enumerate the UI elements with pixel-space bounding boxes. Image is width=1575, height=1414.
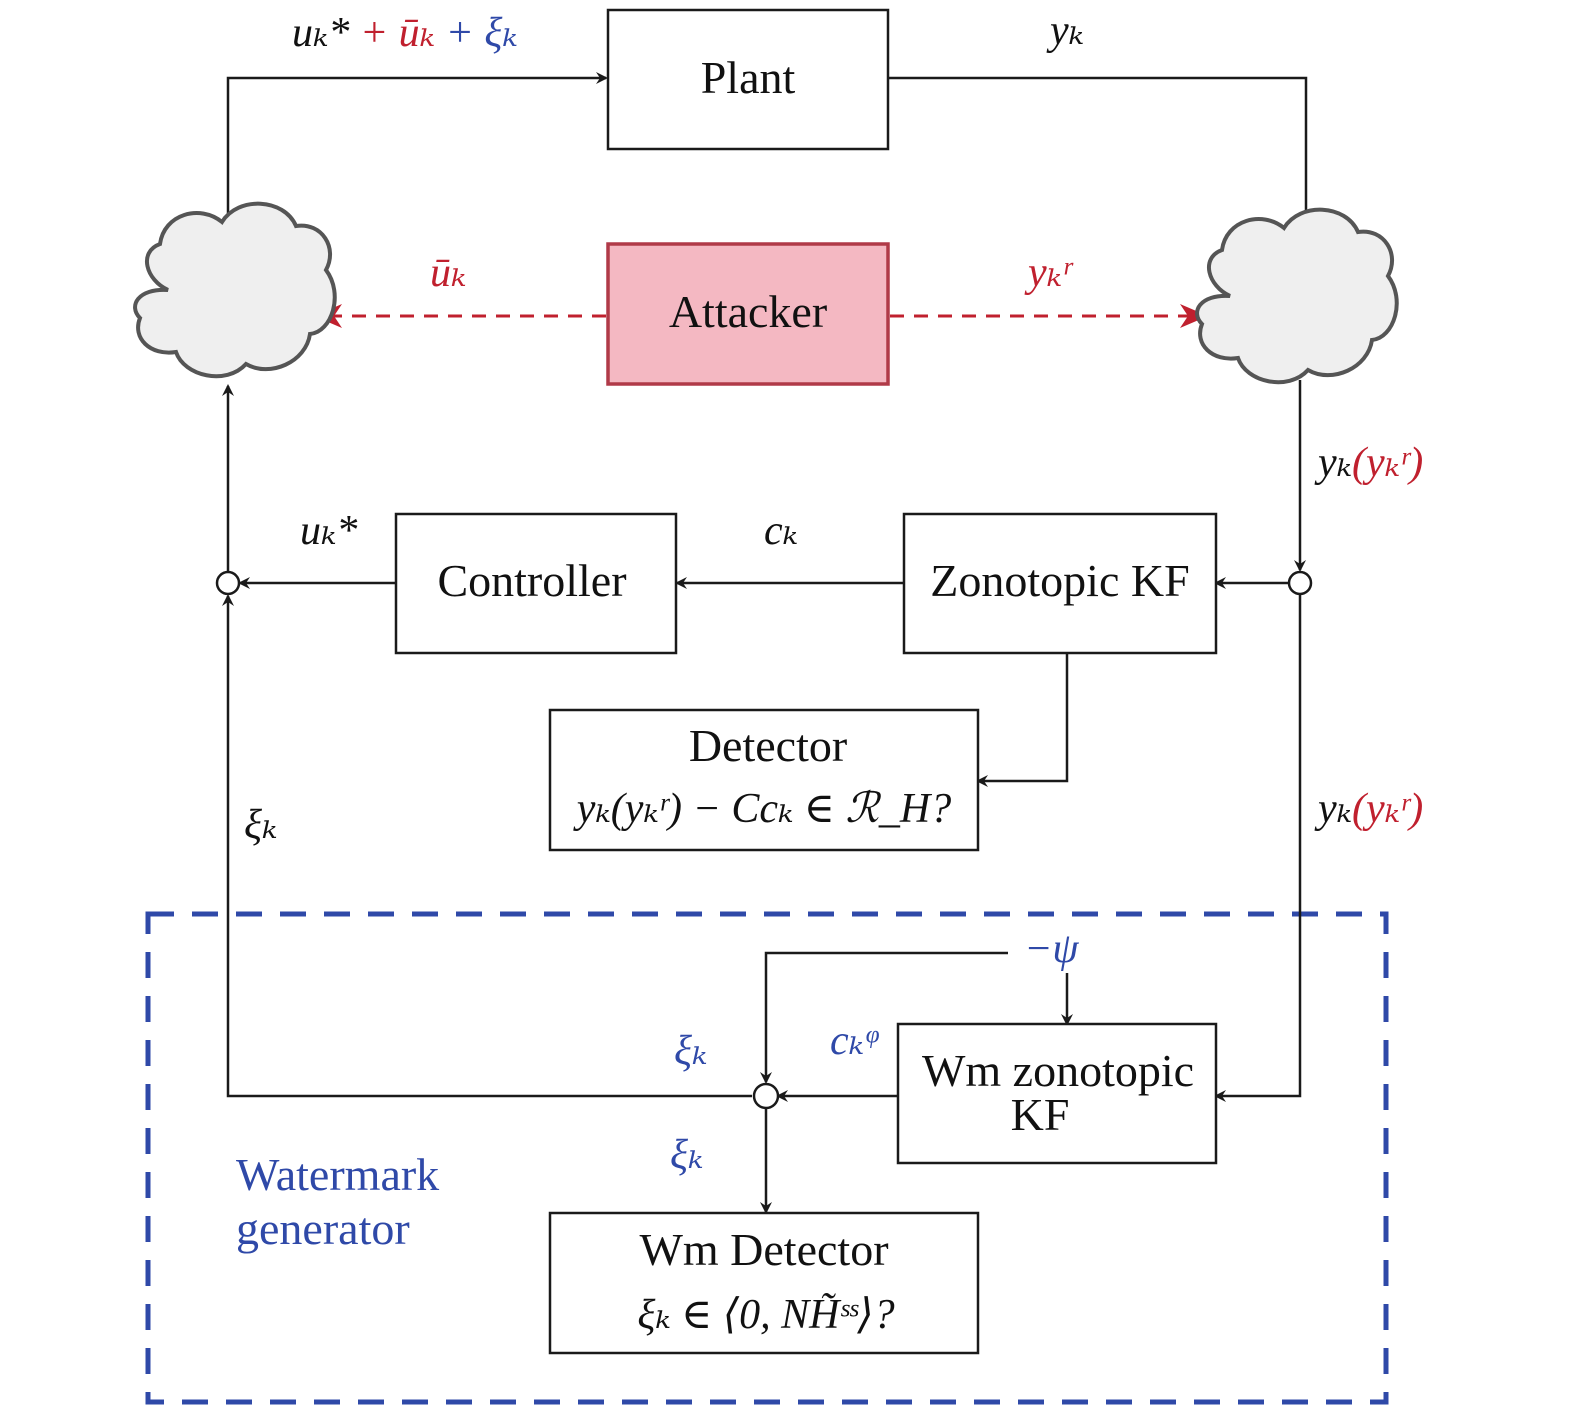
left-network-cloud-icon — [133, 201, 337, 379]
xi-term: ξₖ — [484, 10, 517, 56]
attacker-block: Attacker — [606, 242, 890, 386]
plant-output-wire — [888, 76, 1312, 264]
zonotopic-kf-block: Zonotopic KF — [902, 512, 1218, 655]
detector-title: Detector — [689, 720, 847, 771]
kf-to-detector-wire — [976, 652, 1069, 787]
wm-branch-y: yₖ — [1314, 786, 1352, 832]
wm-branch-wire — [1214, 595, 1302, 1102]
plant-block: Plant — [606, 8, 890, 151]
cloud-output-open: ( — [1352, 440, 1369, 486]
xi-bottom-label: ξₖ — [670, 1132, 703, 1178]
wm-detector-block: Wm Detector ξₖ ∈ ⟨0, NH̃ˢˢ⟩? — [548, 1211, 980, 1355]
wm-kf-line2: KF — [1011, 1089, 1070, 1140]
wm-branch-close: ) — [1407, 786, 1423, 832]
wm-branch-label: yₖ(yₖʳ) — [1314, 786, 1423, 832]
watermark-summing-junction — [752, 1082, 780, 1110]
attack-input-label: ūₖ — [430, 250, 466, 296]
right-network-cloud-icon — [1195, 207, 1399, 385]
cloud-output-y: yₖ — [1314, 440, 1352, 486]
attack-output-label: yₖʳ — [1024, 250, 1074, 296]
cloud-output-close: ) — [1407, 440, 1423, 486]
wm-branch-yr: yₖʳ — [1362, 786, 1412, 832]
watermark-generator-region — [145, 911, 1389, 1405]
watermark-feedback-wire — [222, 594, 752, 1098]
plant-input-wire — [226, 72, 608, 258]
controller-block: Controller — [394, 512, 678, 655]
wm-kf-output-label: cₖᵠ — [830, 1018, 879, 1064]
u-star-term: uₖ* — [292, 10, 360, 56]
plant-label: Plant — [701, 52, 796, 103]
watermark-generator-title-line2: generator — [236, 1203, 410, 1254]
cloud-output-label: yₖ(yₖʳ) — [1314, 440, 1423, 486]
control-summing-junction — [215, 570, 241, 596]
attacker-label: Attacker — [669, 286, 827, 337]
plant-input-label: uₖ* + ūₖ + ξₖ — [292, 10, 518, 56]
plus-term-2: + — [435, 10, 484, 56]
wm-zonotopic-kf-block: Wm zonotopic KF — [896, 1022, 1218, 1165]
psi-to-summing-wire — [760, 951, 1008, 1084]
plant-output-label: yₖ — [1046, 8, 1084, 54]
wm-detector-condition: ξₖ ∈ ⟨0, NH̃ˢˢ⟩? — [637, 1292, 894, 1338]
output-branch-junction — [1287, 570, 1313, 596]
watermark-feedback-label: ξₖ — [244, 802, 277, 848]
cloud-output-yr: yₖʳ — [1362, 440, 1412, 486]
kf-output-label: cₖ — [764, 508, 798, 554]
wm-detector-title: Wm Detector — [639, 1224, 888, 1275]
wm-branch-open: ( — [1352, 786, 1369, 832]
detector-condition: yₖ(yₖʳ) − Ccₖ ∈ ℛ_H? — [573, 786, 951, 832]
detector-block: Detector yₖ(yₖʳ) − Ccₖ ∈ ℛ_H? — [548, 708, 980, 852]
xi-top-label: ξₖ — [674, 1028, 707, 1074]
controller-output-label: uₖ* — [300, 508, 357, 554]
watermark-generator-title-line1: Watermark — [236, 1149, 439, 1200]
controller-label: Controller — [437, 555, 626, 606]
plus-term-1: + — [360, 10, 399, 56]
neg-psi-label: −ψ — [1024, 926, 1079, 972]
zonotopic-kf-label: Zonotopic KF — [930, 555, 1189, 606]
wm-kf-line1: Wm zonotopic — [922, 1045, 1194, 1096]
u-bar-term: ūₖ — [399, 10, 435, 56]
